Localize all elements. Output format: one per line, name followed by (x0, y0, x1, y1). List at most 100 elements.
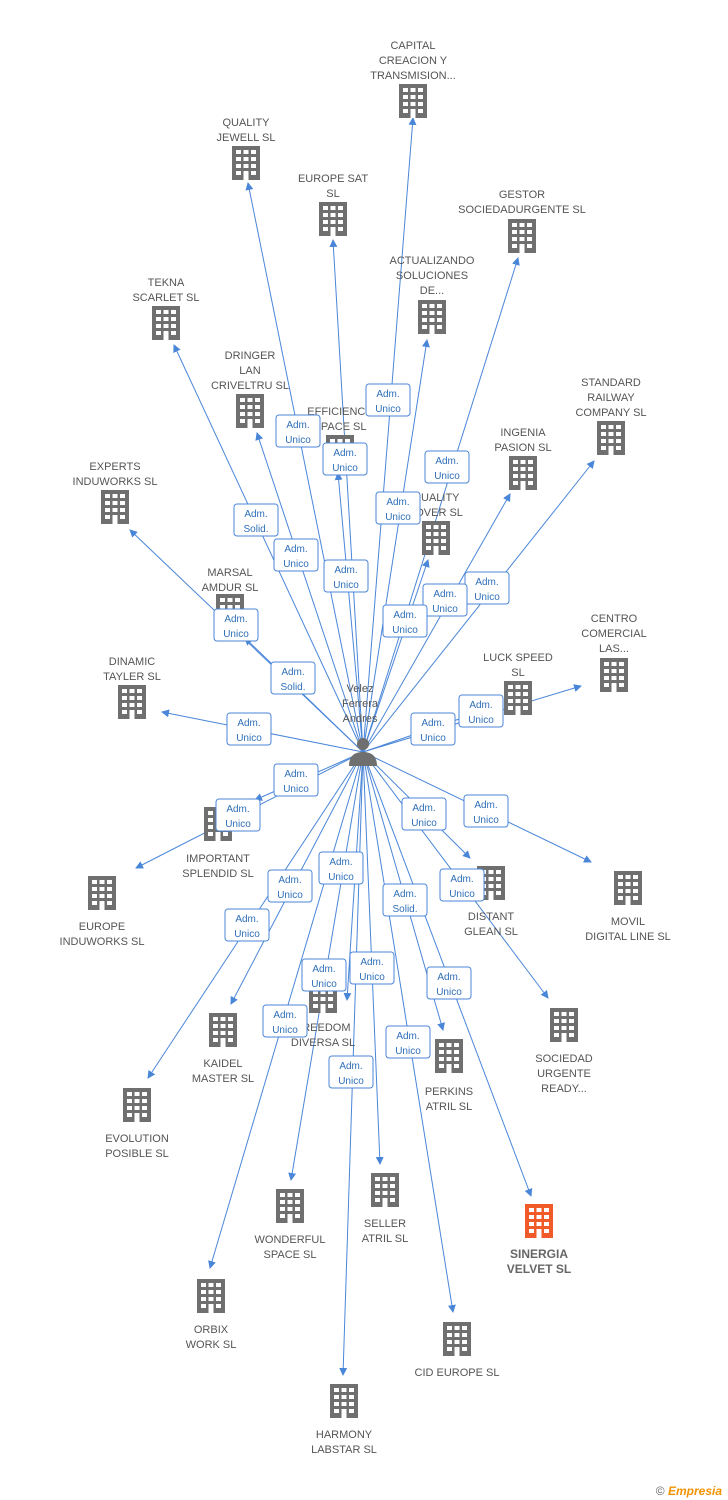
edge-c2 (245, 182, 364, 753)
role-badge-16[interactable]: Adm.Unico (226, 712, 272, 746)
role-badge-15[interactable]: Adm.Unico (410, 712, 456, 746)
role-badge-20[interactable]: Adm.Unico (463, 794, 509, 828)
role-badge-11[interactable]: Adm.Unico (382, 604, 428, 638)
role-badge-8[interactable]: Adm.Unico (323, 559, 369, 593)
role-badge-25[interactable]: Adm.Unico (224, 908, 270, 942)
role-badge-21[interactable]: Adm.Unico (318, 851, 364, 885)
role-badge-28[interactable]: Adm.Unico (426, 966, 472, 1000)
role-badge-18[interactable]: Adm.Unico (215, 798, 261, 832)
role-label: Adm.Unico (283, 769, 309, 795)
role-badge-6[interactable]: Adm.Unico (375, 491, 421, 525)
role-badge-4[interactable]: Adm.Unico (424, 450, 470, 484)
role-badge-14[interactable]: Adm.Unico (458, 694, 504, 728)
role-badge-13[interactable]: Adm.Solid. (270, 661, 316, 695)
role-badge-30[interactable]: Adm.Unico (385, 1025, 431, 1059)
role-badge-31[interactable]: Adm.Unico (328, 1055, 374, 1089)
role-badge-27[interactable]: Adm.Unico (301, 958, 347, 992)
role-badge-12[interactable]: Adm.Unico (213, 608, 259, 642)
role-badge-9[interactable]: Adm.Unico (464, 571, 510, 605)
role-badge-7[interactable]: Adm.Unico (273, 538, 319, 572)
role-badge-24[interactable]: Adm.Solid. (382, 883, 428, 917)
role-badge-3[interactable]: Adm.Unico (322, 442, 368, 476)
role-badge-19[interactable]: Adm.Unico (401, 797, 447, 831)
company-label[interactable]: CID EUROPE SL (415, 1367, 500, 1379)
role-badge-23[interactable]: Adm.Unico (439, 868, 485, 902)
brand-logo[interactable]: Empresia (667, 1484, 722, 1498)
role-badge-29[interactable]: Adm.Unico (262, 1004, 308, 1038)
role-badge-17[interactable]: Adm.Unico (273, 763, 319, 797)
company-node-c30[interactable]: CID EUROPE SL (415, 1322, 500, 1379)
role-badge-2[interactable]: Adm.Unico (275, 414, 321, 448)
role-badge-1[interactable]: Adm.Unico (365, 383, 411, 417)
role-badge-22[interactable]: Adm.Unico (267, 869, 313, 903)
role-badge-10[interactable]: Adm.Unico (422, 583, 468, 617)
role-badge-5[interactable]: Adm.Solid. (233, 503, 279, 537)
building-icon (236, 394, 264, 428)
role-label: Adm.Unico (338, 1061, 364, 1087)
role-badge-26[interactable]: Adm.Unico (349, 951, 395, 985)
